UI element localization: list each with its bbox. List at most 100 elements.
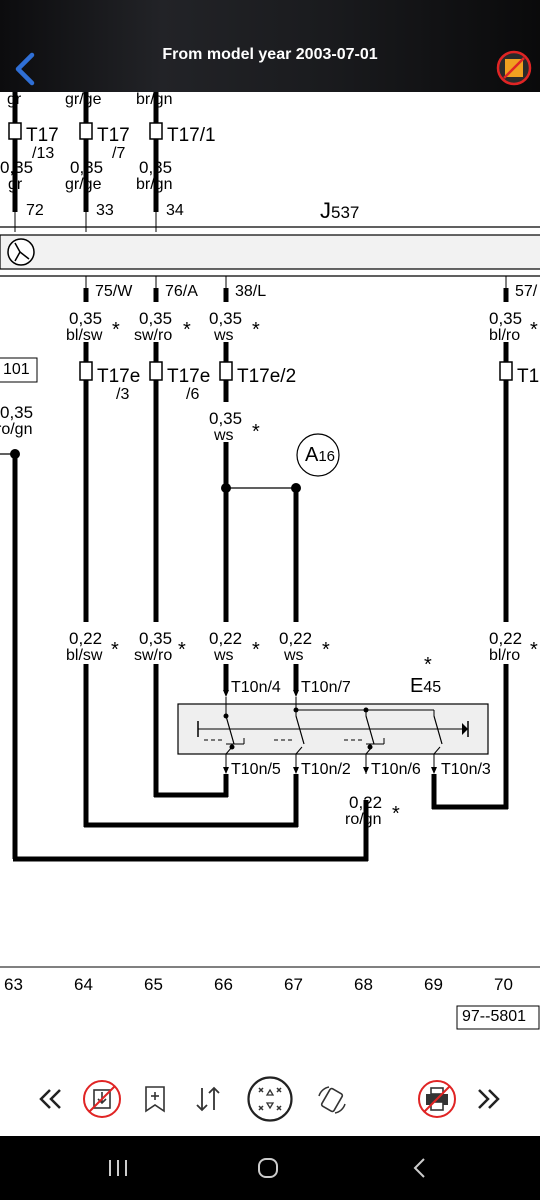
connector-pin-label: /7 bbox=[112, 145, 126, 162]
wire-size-label: 0,35 bbox=[70, 158, 104, 177]
optional-marker: * bbox=[252, 421, 260, 443]
recent-apps-button[interactable] bbox=[98, 1154, 138, 1182]
wire-size-label: 0,22 bbox=[349, 793, 383, 812]
home-button[interactable] bbox=[248, 1154, 288, 1182]
component-label: E45 bbox=[410, 675, 442, 697]
connector-label: T17e bbox=[167, 366, 211, 387]
download-disabled-button[interactable] bbox=[81, 1078, 123, 1120]
connector-label: T17e/2 bbox=[237, 366, 297, 387]
add-bookmark-icon bbox=[145, 1086, 165, 1113]
wire-color-label: ws bbox=[214, 327, 234, 344]
wiring-diagram[interactable]: gr gr/ge br/gn T17 /13 T17 /7 T17/1 0,35… bbox=[0, 92, 540, 1062]
optional-marker: * bbox=[530, 319, 538, 341]
back-arrow-icon bbox=[15, 52, 35, 86]
wire-color-label: bl/sw bbox=[66, 647, 103, 664]
wire-size-label: 0,22 bbox=[209, 629, 243, 648]
edit-disabled-button[interactable] bbox=[496, 50, 532, 86]
wire-color-label: sw/ro bbox=[134, 327, 173, 344]
no-download-icon bbox=[83, 1080, 121, 1118]
switch-pin-label: T10n/6 bbox=[371, 761, 421, 778]
connector-label: T1 bbox=[517, 366, 540, 387]
wire-size-label: 0,35 bbox=[69, 309, 103, 328]
wiring-lines bbox=[0, 92, 540, 1030]
next-page-icon bbox=[478, 1089, 500, 1109]
switch-pin-label: T10n/3 bbox=[441, 761, 491, 778]
connector-pin-label: /3 bbox=[116, 386, 130, 403]
wire-size-label: 0,35 bbox=[139, 629, 173, 648]
column-number: 68 bbox=[354, 975, 373, 994]
fit-screen-button[interactable] bbox=[247, 1076, 293, 1122]
module-label: J537 bbox=[320, 198, 360, 223]
column-number: 64 bbox=[74, 975, 93, 994]
wire-color-label: gr bbox=[7, 92, 22, 108]
column-number: 63 bbox=[4, 975, 23, 994]
column-number: 65 bbox=[144, 975, 163, 994]
wire-size-label: 0,35 bbox=[489, 309, 523, 328]
system-back-icon bbox=[413, 1158, 425, 1178]
header-bar: From model year 2003-07-01 bbox=[0, 0, 540, 92]
wire-color-label: bl/sw bbox=[66, 327, 103, 344]
system-back-button[interactable] bbox=[400, 1154, 440, 1182]
wire-color-label: ws bbox=[214, 427, 234, 444]
wire-size-label: 0,35 bbox=[209, 309, 243, 328]
wire-color-label: gr/ge bbox=[65, 92, 102, 108]
wire-color-label: ro/gn bbox=[0, 421, 33, 438]
wire-size-label: 0,22 bbox=[279, 629, 313, 648]
wire-size-label: 0,35 bbox=[139, 309, 173, 328]
recent-apps-icon bbox=[109, 1160, 127, 1176]
module-output-label: 76/A bbox=[165, 283, 198, 300]
optional-marker: * bbox=[183, 319, 191, 341]
wire-size-label: 0,35 bbox=[139, 158, 173, 177]
switch-pin-label: T10n/5 bbox=[231, 761, 281, 778]
optional-marker: * bbox=[178, 639, 186, 661]
next-page-button[interactable] bbox=[468, 1078, 510, 1120]
wire-size-label: 0,35 bbox=[0, 403, 34, 422]
wire-color-label: ws bbox=[214, 647, 234, 664]
column-number: 66 bbox=[214, 975, 233, 994]
wire-color-label: gr bbox=[8, 176, 23, 193]
wire-size-label: 0,22 bbox=[69, 629, 103, 648]
location-label: A16 bbox=[305, 444, 336, 466]
reference-box-label: 101 bbox=[3, 361, 30, 378]
wire-color-label: ro/gn bbox=[345, 811, 382, 828]
connector-pin-label: /13 bbox=[32, 145, 55, 162]
rotate-button[interactable] bbox=[311, 1078, 353, 1120]
module-output-label: 75/W bbox=[95, 283, 133, 300]
wire-color-label: br/gn bbox=[136, 92, 173, 108]
home-icon bbox=[258, 1158, 278, 1178]
back-button[interactable] bbox=[10, 50, 44, 90]
rotate-icon bbox=[318, 1086, 346, 1114]
optional-marker: * bbox=[112, 319, 120, 341]
add-bookmark-button[interactable] bbox=[134, 1078, 176, 1120]
optional-marker: * bbox=[111, 639, 119, 661]
optional-marker: * bbox=[322, 639, 330, 661]
optional-marker: * bbox=[252, 319, 260, 341]
sort-icon bbox=[196, 1086, 220, 1112]
document-id: 97--5801 bbox=[462, 1008, 527, 1025]
pin-number-label: 72 bbox=[26, 202, 44, 219]
sort-button[interactable] bbox=[187, 1078, 229, 1120]
connector-label: T17e bbox=[97, 366, 141, 387]
optional-marker: * bbox=[424, 654, 432, 676]
wire-color-label: ws bbox=[284, 647, 304, 664]
module-output-label: 57/ bbox=[515, 283, 538, 300]
previous-page-icon bbox=[39, 1089, 61, 1109]
bottom-toolbar bbox=[0, 1062, 540, 1136]
wire-color-label: gr/ge bbox=[65, 176, 102, 193]
page-title: From model year 2003-07-01 bbox=[162, 46, 378, 63]
pin-number-label: 33 bbox=[96, 202, 114, 219]
previous-page-button[interactable] bbox=[29, 1078, 71, 1120]
connector-pin-label: /6 bbox=[186, 386, 200, 403]
no-print-icon bbox=[418, 1080, 456, 1118]
column-number: 70 bbox=[494, 975, 513, 994]
wire-size-label: 0,35 bbox=[209, 409, 243, 428]
switch-pin-label: T10n/4 bbox=[231, 679, 281, 696]
wire-color-label: br/gn bbox=[136, 176, 173, 193]
no-edit-icon bbox=[496, 50, 532, 86]
column-number: 67 bbox=[284, 975, 303, 994]
fit-screen-icon bbox=[247, 1076, 293, 1122]
optional-marker: * bbox=[530, 639, 538, 661]
switch-pin-label: T10n/7 bbox=[301, 679, 351, 696]
wire-color-label: sw/ro bbox=[134, 647, 173, 664]
print-disabled-button[interactable] bbox=[416, 1078, 458, 1120]
